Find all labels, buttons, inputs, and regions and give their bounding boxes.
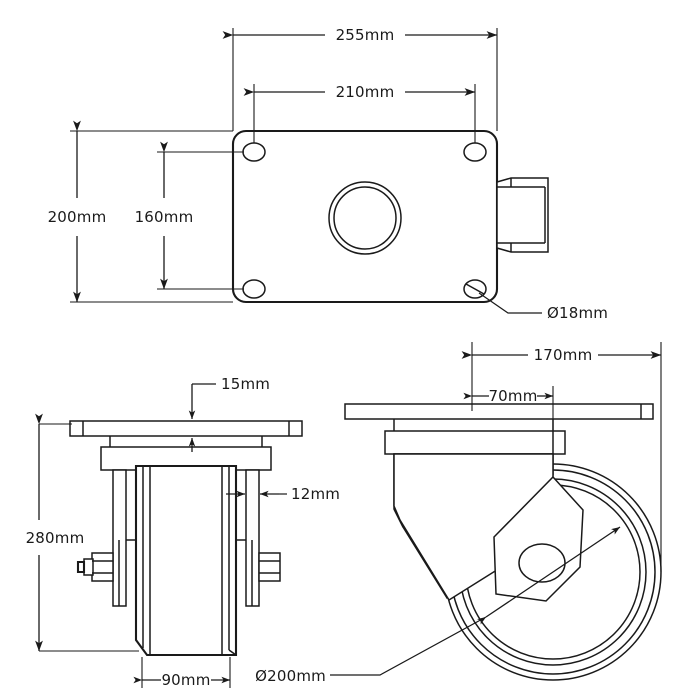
front-elevation-view: 15mm 280mm 12mm [26, 375, 340, 689]
dimension-bolt-spacing-y: 160mm [135, 141, 244, 290]
dimension-plate-length: 255mm [222, 26, 498, 131]
dimension-swivel-offset-total: 170mm [461, 342, 662, 572]
front-axle-nut-left [76, 552, 114, 582]
axle-hub-bore [518, 543, 566, 583]
side-elevation-view: Ø200mm 170mm 70mm [255, 342, 662, 685]
dimension-label-overall-height: 280mm [26, 529, 85, 547]
dimension-label-wheel-diameter: Ø200mm [255, 667, 326, 685]
dimension-bolt-hole-diameter: Ø18mm [478, 292, 608, 322]
dimension-label-plate-width: 200mm [48, 208, 107, 226]
side-swivel-race [384, 419, 566, 455]
dimension-label-plate-length: 255mm [336, 26, 395, 44]
bolt-hole-top-left [242, 142, 266, 162]
kingpin-bore-inner [333, 186, 397, 250]
dimension-label-wheel-width: 90mm [161, 671, 210, 689]
front-wheel-body [134, 464, 238, 657]
dimension-plate-width: 200mm [48, 120, 233, 303]
dimension-swivel-offset-kingpin: 70mm [463, 386, 554, 431]
dimension-label-swivel-offset-total: 170mm [534, 346, 593, 364]
dimension-wheel-width: 90mm [133, 657, 231, 689]
dimension-bolt-spacing-x: 210mm [243, 83, 476, 143]
plate-side-housing [496, 177, 549, 253]
front-mounting-plate [69, 420, 303, 437]
dimension-overall-height: 280mm [26, 413, 139, 652]
dimension-plate-thickness: 15mm [188, 375, 270, 452]
dimension-label-fork-leg-thickness: 12mm [291, 485, 340, 503]
front-leg-hatching [118, 540, 253, 606]
dimension-label-bolt-spacing-y: 160mm [135, 208, 194, 226]
bolt-hole-leader-tick [465, 283, 485, 295]
dimension-label-bolt-spacing-x: 210mm [336, 83, 395, 101]
dimension-label-swivel-offset-kingpin: 70mm [488, 387, 537, 405]
bolt-hole-bottom-left [242, 279, 266, 299]
front-axle-nut-right [258, 552, 281, 582]
dimension-label-bolt-hole-diameter: Ø18mm [547, 304, 608, 322]
side-mounting-plate [344, 403, 654, 420]
dimension-wheel-diameter: Ø200mm [255, 526, 621, 685]
front-swivel-race [100, 436, 272, 471]
bolt-hole-top-right [463, 142, 487, 162]
dimension-label-plate-thickness: 15mm [221, 375, 270, 393]
top-view: 255mm 210mm 200mm [48, 26, 608, 322]
dimension-fork-leg-thickness: 12mm [226, 485, 340, 503]
